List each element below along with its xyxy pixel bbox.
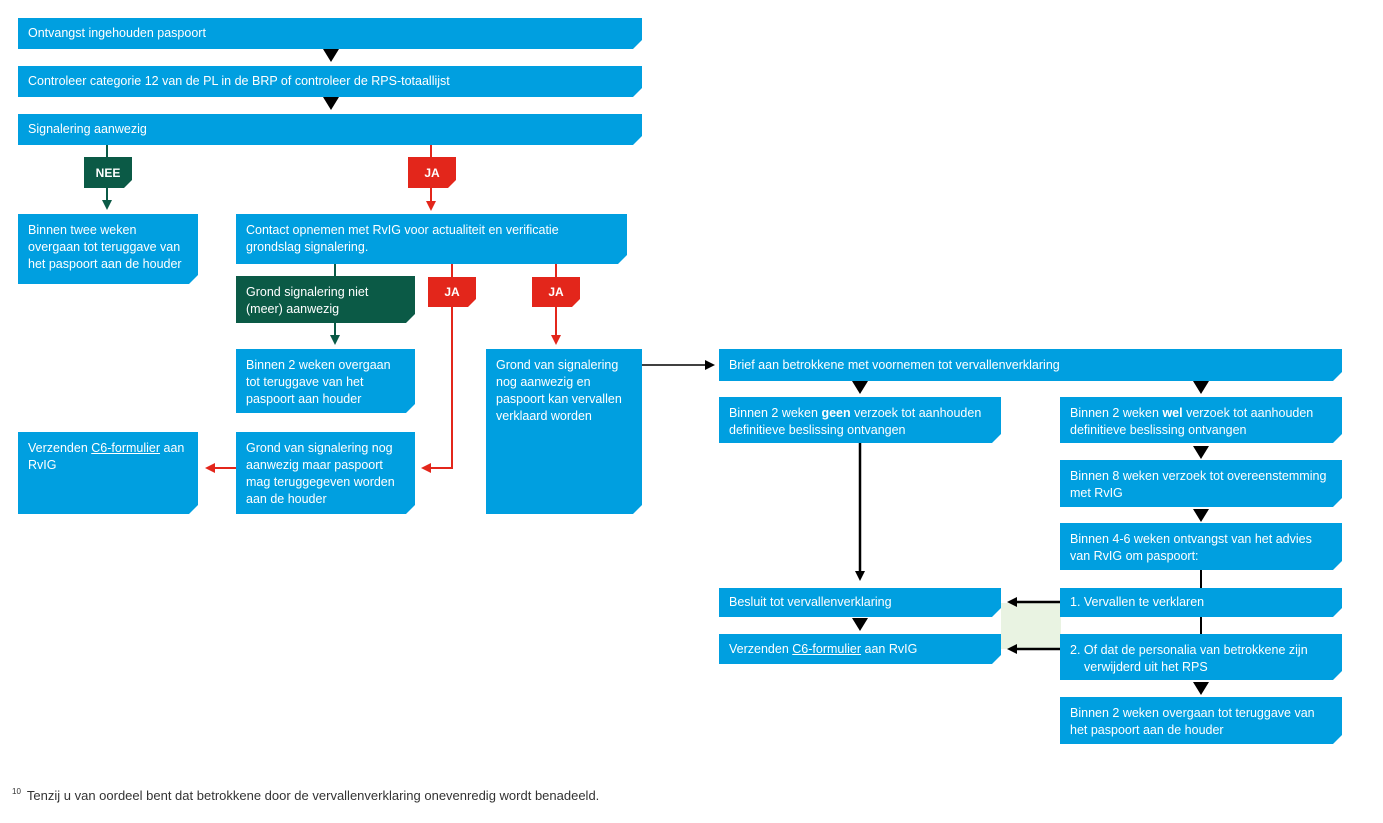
box-verzenden-left: Verzenden C6-formulier aan RvIG — [18, 432, 198, 514]
tag-ja-3: JA — [532, 277, 580, 307]
box-besluit: Besluit tot vervallenverklaring — [719, 588, 1001, 617]
c6-formulier-link-left[interactable]: C6-formulier — [91, 441, 161, 455]
box-binnen-2-weken-final: Binnen 2 weken overgaan tot teruggave va… — [1060, 697, 1342, 744]
wel-prefix: Binnen 2 weken — [1070, 406, 1163, 420]
box-binnen-2-weken-geen: Binnen 2 weken geen verzoek tot aanhoude… — [719, 397, 1001, 443]
box-personalia: 2. Of dat de personalia van betrokkene z… — [1060, 634, 1342, 680]
arrow-down-1 — [323, 49, 339, 62]
wel-bold: wel — [1162, 406, 1183, 420]
arrow-down-besluit — [852, 618, 868, 631]
box-binnen-2-weken-houder: Binnen 2 weken overgaan tot teruggave va… — [236, 349, 415, 413]
tag-nee: NEE — [84, 157, 132, 188]
arrow-down-46weken — [1193, 509, 1209, 522]
footnote-number: 10 — [12, 787, 21, 796]
footnote: 10 Tenzij u van oordeel bent dat betrokke… — [12, 787, 599, 803]
box-verzenden-right: Verzenden C6-formulier aan RvIG — [719, 634, 1001, 664]
ja2-line-path — [421, 307, 453, 473]
arrow-down-8weken — [1193, 446, 1209, 459]
verzenden-right-suffix: aan RvIG — [861, 641, 918, 656]
box-grond-teruggeven: Grond van signalering nog aanwezig maar … — [236, 432, 415, 514]
verzenden-right-prefix: Verzenden — [729, 641, 793, 656]
arrow-down-final — [1193, 682, 1209, 695]
box-binnen-2-weken-wel: Binnen 2 weken wel verzoek tot aanhouden… — [1060, 397, 1342, 443]
geen-bold: geen — [821, 406, 851, 420]
arrow-down-2 — [323, 97, 339, 110]
box-ontvangst: Ontvangst ingehouden paspoort — [18, 18, 642, 49]
box-contact-rvig: Contact opnemen met RvIG voor actualitei… — [236, 214, 627, 264]
arrow-down-geen — [852, 381, 868, 394]
verzenden-left-suffix: aan RvIG — [28, 441, 185, 472]
box-binnen-twee-weken: Binnen twee weken overgaan tot teruggave… — [18, 214, 198, 284]
box-grond-niet-meer: Grond signalering niet (meer) aanwezig — [236, 276, 415, 323]
box-vervallen: 1. Vervallen te verklaren — [1060, 588, 1342, 617]
connector-band — [1001, 603, 1061, 649]
box-binnen-8-weken: Binnen 8 weken verzoek tot overeenstemmi… — [1060, 460, 1342, 507]
footnote-text: Tenzij u van oordeel bent dat betrokkene… — [26, 788, 600, 803]
geen-prefix: Binnen 2 weken — [729, 406, 822, 420]
box-signalering: Signalering aanwezig — [18, 114, 642, 145]
verzenden-left-prefix: Verzenden — [28, 441, 92, 455]
geen-suffix: verzoek tot aanhouden definitieve beslis… — [729, 406, 982, 437]
box-brief: Brief aan betrokkene met voornemen tot v… — [719, 349, 1342, 381]
tag-ja-2: JA — [428, 277, 476, 307]
c6-formulier-link-right[interactable]: C6-formulier — [792, 641, 862, 656]
arrow-down-wel — [1193, 381, 1209, 394]
box-binnen-4-6-weken: Binnen 4-6 weken ontvangst van het advie… — [1060, 523, 1342, 570]
tag-ja-1: JA — [408, 157, 456, 188]
box-controleer: Controleer categorie 12 van de PL in de … — [18, 66, 642, 97]
box-grond-vervallen: Grond van signalering nog aanwezig en pa… — [486, 349, 642, 514]
wel-suffix: verzoek tot aanhouden definitieve beslis… — [1070, 406, 1314, 437]
